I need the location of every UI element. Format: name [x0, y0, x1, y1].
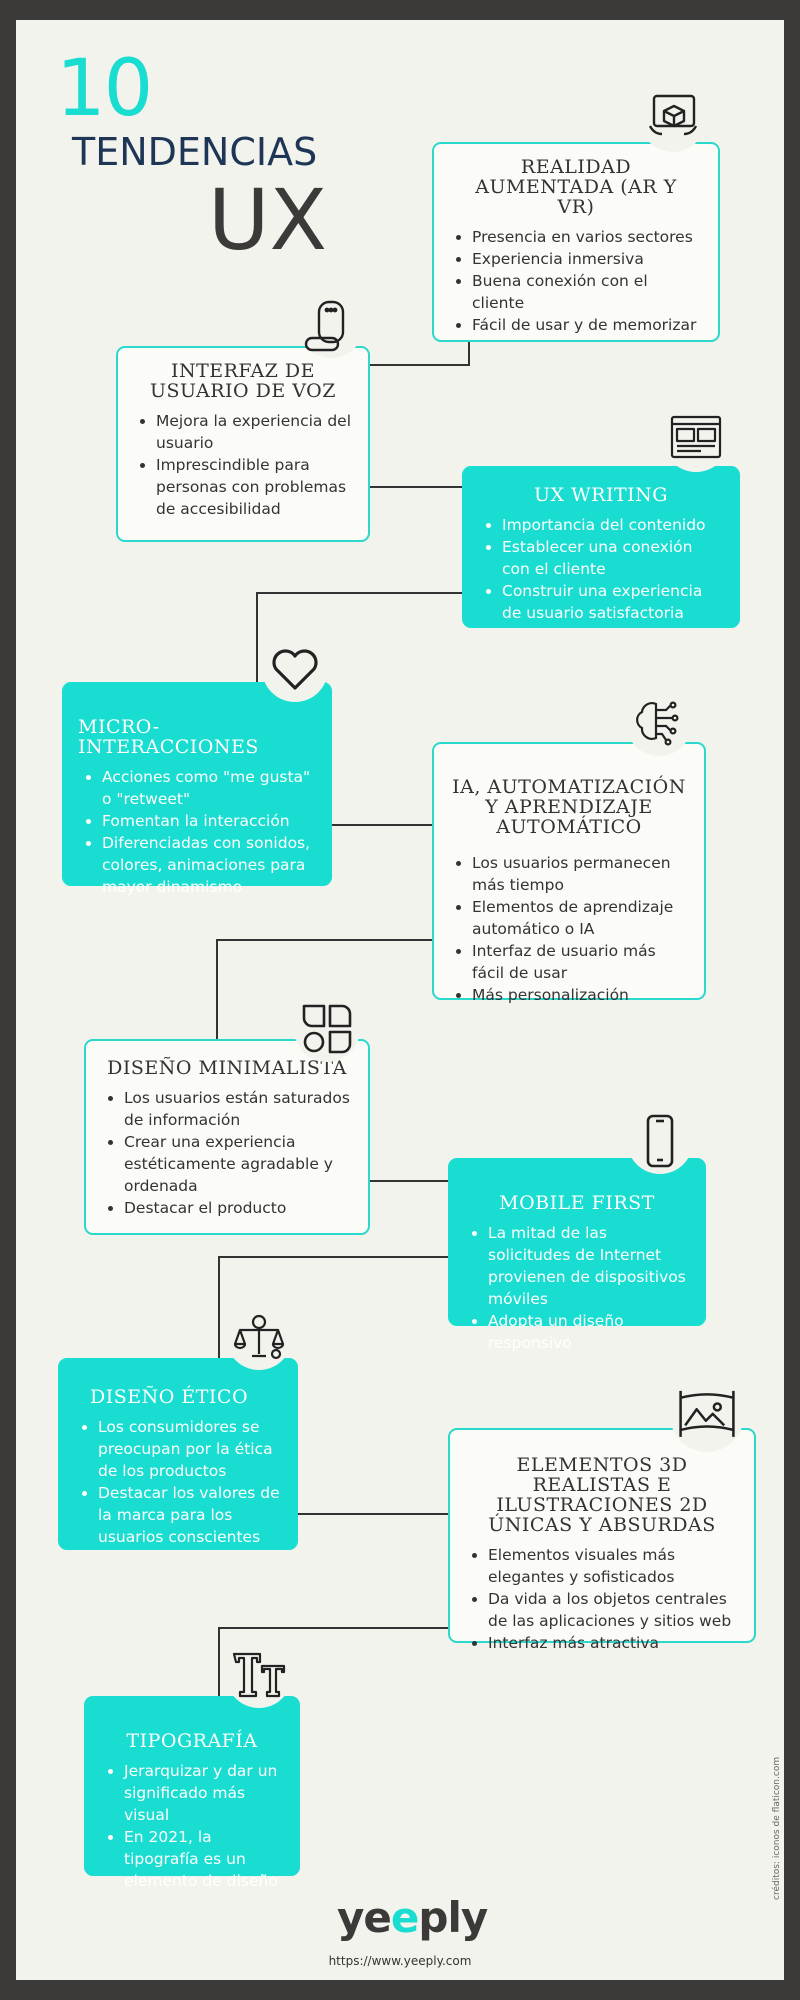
- connector-line: [256, 592, 258, 682]
- card-title: DISEÑO MINIMALISTA: [107, 1057, 347, 1079]
- web-layout-icon: [663, 406, 729, 472]
- yeeply-logo: yeeply: [337, 1893, 488, 1942]
- card-title: TIPOGRAFÍA: [126, 1730, 258, 1752]
- typography-icon: [226, 1642, 292, 1708]
- 3d-illustration-icon: [670, 1378, 744, 1452]
- card-ux-writing: UX WRITING Importancia del contenido Est…: [462, 466, 740, 628]
- credits-text: créditos: iconos de flaticon.com: [772, 1756, 782, 1900]
- card-realidad-aumentada: REALIDAD AUMENTADA (AR Y VR) Presencia e…: [432, 142, 720, 342]
- card-interfaz-de-voz: INTERFAZ DE USUARIO DE VOZ Mejora la exp…: [116, 346, 370, 542]
- card-item: Crear una experiencia estéticamente agra…: [124, 1131, 354, 1197]
- connector-line: [256, 592, 462, 594]
- connector-line: [368, 486, 462, 488]
- card-item: Los usuarios permanecen más tiempo: [472, 852, 690, 896]
- card-item: Imprescindible para personas con problem…: [156, 454, 354, 520]
- card-title: ELEMENTOS 3D REALISTAS E ILUSTRACIONES 2…: [488, 1454, 716, 1536]
- footer-url[interactable]: https://www.yeeply.com: [328, 1954, 472, 1968]
- connector-line: [370, 1180, 448, 1182]
- card-diseno-minimalista: DISEÑO MINIMALISTA Los usuarios están sa…: [84, 1039, 370, 1235]
- card-item: Acciones como "me gusta" o "retweet": [102, 766, 316, 810]
- card-item: Destacar los valores de la marca para lo…: [98, 1482, 282, 1548]
- header-subtitle: TENDENCIAS: [72, 130, 318, 174]
- ar-vr-cube-icon: [640, 86, 706, 152]
- card-diseno-etico: DISEÑO ÉTICO Los consumidores se preocup…: [58, 1358, 298, 1550]
- card-elementos-3d: ELEMENTOS 3D REALISTAS E ILUSTRACIONES 2…: [448, 1428, 756, 1652]
- card-item: Jerarquizar y dar un significado más vis…: [124, 1760, 284, 1826]
- ethics-scale-icon: [226, 1304, 292, 1370]
- card-item: Elementos de aprendizaje automático o IA: [472, 896, 690, 940]
- card-tipografia: TIPOGRAFÍA Jerarquizar y dar un signific…: [84, 1696, 300, 1890]
- card-item: Importancia del contenido: [502, 514, 724, 536]
- connector-line: [218, 1256, 220, 1358]
- heart-icon: [262, 636, 328, 702]
- card-item: En 2021, la tipografía es un elemento de…: [124, 1826, 284, 1892]
- card-title: INTERFAZ DE USUARIO DE VOZ: [150, 360, 336, 402]
- card-item: La mitad de las solicitudes de Internet …: [488, 1222, 690, 1310]
- card-item: Elementos visuales más elegantes y sofis…: [488, 1544, 740, 1588]
- card-item: Buena conexión con el cliente: [472, 270, 704, 314]
- card-item: Da vida a los objetos centrales de las a…: [488, 1588, 740, 1632]
- connector-line: [216, 939, 218, 1039]
- card-title: DISEÑO ÉTICO: [90, 1386, 249, 1408]
- header-number: 10: [56, 44, 153, 134]
- smart-speaker-icon: [298, 292, 364, 358]
- connector-line: [332, 824, 432, 826]
- card-item: Experiencia inmersiva: [472, 248, 704, 270]
- card-item: Mejora la experiencia del usuario: [156, 410, 354, 454]
- card-item: Más personalización: [472, 984, 690, 1006]
- card-title: UX WRITING: [534, 484, 668, 506]
- connector-line: [216, 939, 432, 941]
- card-ia-automatizacion: IA, AUTOMATIZACIÓN Y APRENDIZAJE AUTOMÁT…: [432, 742, 706, 1004]
- card-item: Interfaz más atractiva: [488, 1632, 740, 1654]
- connector-line: [298, 1513, 448, 1515]
- header-ux: UX: [208, 171, 328, 269]
- card-item: Adopta un diseño responsivo: [488, 1310, 690, 1354]
- connector-line: [218, 1627, 448, 1629]
- card-item: Fácil de usar y de memorizar: [472, 314, 704, 336]
- card-item: Fomentan la interacción: [102, 810, 316, 832]
- card-item: Destacar el producto: [124, 1197, 354, 1219]
- card-item: Construir una experiencia de usuario sat…: [502, 580, 724, 624]
- card-item: Presencia en varios sectores: [472, 226, 704, 248]
- card-item: Interfaz de usuario más fácil de usar: [472, 940, 690, 984]
- card-title: REALIDAD AUMENTADA (AR Y VR): [475, 156, 677, 218]
- card-item: Los usuarios están saturados de informac…: [124, 1087, 354, 1131]
- connector-line: [368, 364, 470, 366]
- card-title: IA, AUTOMATIZACIÓN Y APRENDIZAJE AUTOMÁT…: [452, 776, 686, 838]
- connector-line: [468, 340, 470, 366]
- card-mobile-first: MOBILE FIRST La mitad de las solicitudes…: [448, 1158, 706, 1352]
- card-title: MICRO-INTERACCIONES: [78, 716, 259, 758]
- ai-brain-icon: [626, 690, 692, 756]
- connector-line: [218, 1627, 220, 1697]
- card-item: Diferenciadas con sonidos, colores, anim…: [102, 832, 316, 898]
- connector-line: [218, 1256, 448, 1258]
- smartphone-icon: [627, 1108, 693, 1174]
- card-micro-interacciones: MICRO-INTERACCIONES Acciones como "me gu…: [62, 682, 332, 896]
- minimal-shapes-icon: [294, 996, 360, 1062]
- card-item: Establecer una conexión con el cliente: [502, 536, 724, 580]
- card-title: MOBILE FIRST: [499, 1192, 655, 1214]
- card-item: Los consumidores se preocupan por la éti…: [98, 1416, 282, 1482]
